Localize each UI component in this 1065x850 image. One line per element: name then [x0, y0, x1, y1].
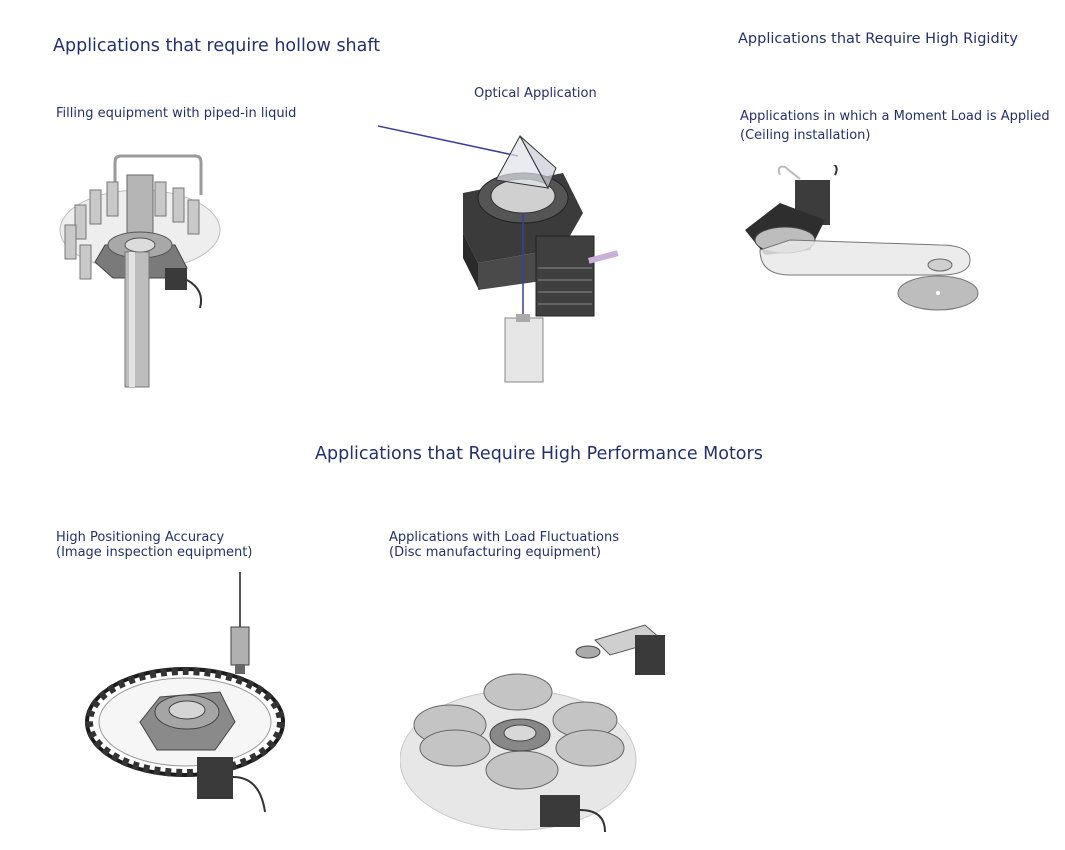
caption-positioning-line1: High Positioning Accuracy	[56, 530, 225, 545]
heading-high-rigidity: Applications that Require High Rigidity	[738, 31, 1018, 47]
load-fluctuation-illustration	[400, 610, 690, 835]
heading-high-performance: Applications that Require High Performan…	[315, 444, 763, 464]
caption-moment-line2: (Ceiling installation)	[740, 128, 871, 143]
caption-optical: Optical Application	[474, 86, 597, 101]
caption-load-line1: Applications with Load Fluctuations	[389, 530, 620, 545]
optical-application-illustration	[378, 118, 638, 390]
heading-hollow-shaft: Applications that require hollow shaft	[53, 36, 381, 56]
caption-moment-line1: Applications in which a Moment Load is A…	[740, 109, 1050, 124]
moment-load-illustration	[740, 165, 980, 315]
filling-equipment-illustration	[55, 150, 225, 395]
positioning-accuracy-illustration	[85, 572, 295, 822]
caption-load-line2: (Disc manufacturing equipment)	[389, 545, 601, 560]
caption-positioning-line2: (Image inspection equipment)	[56, 545, 253, 560]
caption-filling: Filling equipment with piped-in liquid	[56, 106, 297, 121]
